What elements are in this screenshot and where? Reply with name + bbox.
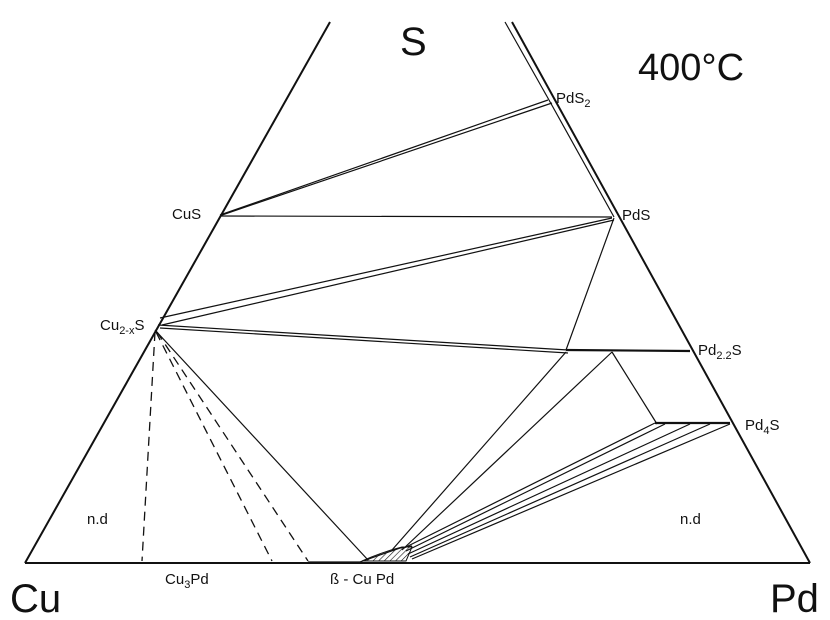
tie-bcupd-pd22s-a (391, 351, 567, 551)
tie-cu2xs-bcupd (154, 329, 369, 561)
phase-label-cu2xs: Cu2-xS (100, 317, 144, 337)
vertex-label-pd: Pd (770, 577, 819, 620)
bcupd-hatched-field (361, 546, 413, 562)
dashed-to-cu3pd-left (141, 331, 156, 562)
tie-pd22s-band (565, 348, 691, 353)
phase-label-bcupd: ß - Cu Pd (330, 571, 394, 588)
dashed-to-bcupd (156, 331, 309, 562)
tie-lines (154, 99, 731, 563)
vertex-label-s: S (400, 20, 427, 64)
tie-bcupd-pd4s-e (411, 423, 731, 560)
region-label-nd-right: n.d (680, 511, 701, 528)
phase-label-cu3pd: Cu3Pd (165, 571, 209, 591)
region-label-nd-left: n.d (87, 511, 108, 528)
tie-pds2-pds (548, 99, 615, 218)
right-edge-double (504, 21, 550, 101)
tie-bcupd-pd4s-a (403, 422, 656, 549)
left-edge (24, 21, 331, 564)
tie-cu2xs-pd22s (157, 324, 569, 351)
tie-cu2xs-pds (159, 217, 613, 319)
tie-pd22s-pd4s (611, 351, 658, 425)
dashed-tie-lines (141, 331, 309, 562)
tie-cus-pds2-b (221, 102, 553, 216)
tie-bcupd-pd22s-b (401, 351, 613, 551)
temperature-title: 400°C (638, 47, 744, 89)
tie-cus-pds2 (219, 99, 549, 216)
phase-label-pds: PdS (622, 207, 650, 224)
tie-bcupd-pd4s-d (409, 423, 711, 558)
dashed-to-cu3pd-right (155, 331, 273, 562)
right-edge (511, 21, 811, 564)
phase-label-pd4s: Pd4S (745, 417, 780, 437)
phase-label-pd22s: Pd2.2S (698, 342, 742, 362)
triangle-frame (24, 21, 811, 564)
tie-cu2xs-pds-b (161, 219, 615, 326)
tie-bcupd-pd4s-c (407, 423, 691, 555)
phase-label-cus: CuS (172, 206, 201, 223)
tie-bcupd-pd4s-b (405, 423, 666, 552)
tie-cu2xs-pd22s-b (159, 327, 569, 354)
tie-cus-pds (219, 215, 613, 218)
vertex-label-cu: Cu (10, 577, 61, 620)
phase-label-pds2: PdS2 (556, 90, 590, 110)
tie-pds-pd22s (565, 217, 615, 351)
